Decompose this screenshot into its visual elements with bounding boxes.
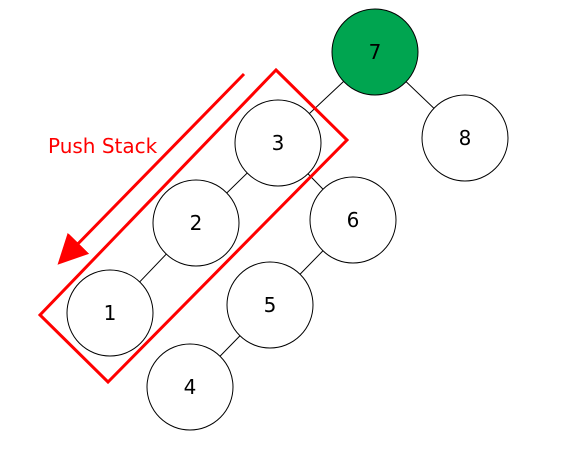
annotation-layer: Push Stack: [37, 67, 350, 385]
tree-node-3: 3: [234, 99, 322, 187]
node-circle: [234, 99, 322, 187]
tree-node-1: 1: [66, 269, 154, 357]
node-circle: [146, 343, 234, 431]
tree-node-8: 8: [421, 94, 509, 182]
push-stack-label: Push Stack: [48, 134, 158, 158]
node-circle: [66, 269, 154, 357]
node-label: 5: [264, 293, 277, 317]
node-label: 3: [272, 131, 285, 155]
push-stack-highlight-box: [37, 67, 350, 385]
tree-node-6: 6: [309, 176, 397, 264]
node-label: 8: [459, 126, 472, 150]
node-label: 7: [369, 40, 382, 64]
node-circle: [226, 261, 314, 349]
tree-node-2: 2: [152, 179, 240, 267]
node-label: 2: [190, 211, 203, 235]
node-circle: [421, 94, 509, 182]
node-circle: [152, 179, 240, 267]
tree-node-7: 7: [331, 8, 419, 96]
node-label: 1: [104, 301, 117, 325]
tree-node-5: 5: [226, 261, 314, 349]
tree-node-4: 4: [146, 343, 234, 431]
node-circle: [331, 8, 419, 96]
push-stack-arrow: [57, 72, 246, 265]
nodes-layer: 7 3 8 2 6 1 5 4: [66, 8, 509, 431]
node-circle: [309, 176, 397, 264]
node-label: 6: [347, 208, 360, 232]
node-label: 4: [184, 375, 197, 399]
